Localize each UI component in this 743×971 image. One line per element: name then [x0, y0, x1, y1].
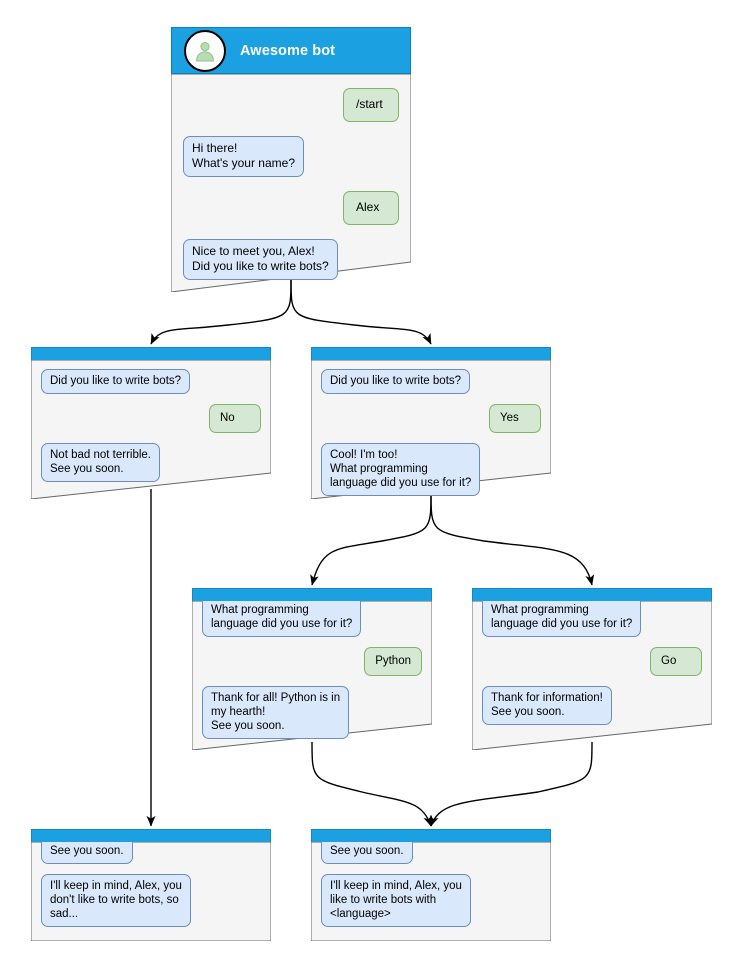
edge-python-to-end	[311, 741, 432, 827]
message-row: Did you like to write bots?	[321, 369, 541, 394]
message-row: Go	[482, 647, 702, 676]
user-message-bubble[interactable]: No	[209, 404, 261, 433]
bot-message-bubble: Did you like to write bots?	[41, 369, 191, 394]
user-message-bubble[interactable]: Python	[364, 647, 422, 676]
message-row: I'll keep in mind, Alex, you don't like …	[41, 874, 261, 927]
node-root-conversation[interactable]: Awesome bot /start Hi there! What's your…	[171, 27, 411, 292]
message-row: Not bad not terrible. See you soon.	[41, 443, 261, 482]
message-row: Nice to meet you, Alex! Did you like to …	[183, 239, 399, 280]
chat-transcript-end-yes: See you soon. I'll keep in mind, Alex, y…	[311, 842, 551, 941]
node-header-bar	[472, 588, 712, 601]
node-header-bar	[192, 588, 432, 601]
chat-transcript-yes: Did you like to write bots? Yes Cool! I'…	[311, 360, 551, 499]
bot-message-bubble: See you soon.	[41, 842, 133, 864]
message-row: Cool! I'm too! What programming language…	[321, 443, 541, 496]
message-row: See you soon.	[41, 842, 261, 864]
user-message-bubble[interactable]: Go	[650, 647, 702, 676]
chat-transcript-go: What programming language did you use fo…	[472, 601, 712, 745]
node-end-yes[interactable]: See you soon. I'll keep in mind, Alex, y…	[311, 829, 551, 941]
message-row: See you soon.	[321, 842, 541, 864]
bot-message-bubble: Nice to meet you, Alex! Did you like to …	[183, 239, 338, 280]
message-row: Thank for information! See you soon.	[482, 686, 702, 725]
message-row: Alex	[183, 191, 399, 225]
bot-message-bubble: What programming language did you use fo…	[202, 601, 362, 637]
bot-message-bubble: What programming language did you use fo…	[482, 601, 642, 637]
edge-yes-to-python	[310, 491, 432, 586]
node-end-no[interactable]: See you soon. I'll keep in mind, Alex, y…	[31, 829, 271, 941]
node-header-bar	[311, 347, 551, 360]
node-header-bar	[31, 829, 271, 842]
message-row: Did you like to write bots?	[41, 369, 261, 394]
bot-message-bubble: Not bad not terrible. See you soon.	[41, 443, 161, 482]
message-row: Python	[202, 647, 422, 676]
bot-message-bubble: Thank for all! Python is in my hearth! S…	[202, 686, 350, 739]
chat-transcript-no: Did you like to write bots? No Not bad n…	[31, 360, 271, 499]
node-header-root: Awesome bot	[171, 27, 411, 74]
bot-message-bubble: Thank for information! See you soon.	[482, 686, 612, 725]
bot-message-bubble: I'll keep in mind, Alex, you like to wri…	[321, 874, 471, 927]
message-row: No	[41, 404, 261, 433]
node-yes-branch[interactable]: Did you like to write bots? Yes Cool! I'…	[311, 347, 551, 499]
user-message-bubble[interactable]: Alex	[343, 191, 399, 225]
edge-yes-to-go	[430, 491, 595, 586]
chat-transcript-end-no: See you soon. I'll keep in mind, Alex, y…	[31, 842, 271, 941]
user-message-bubble[interactable]: /start	[343, 88, 399, 122]
message-row: What programming language did you use fo…	[202, 601, 422, 637]
bot-message-bubble: See you soon.	[321, 842, 413, 864]
node-body-shape	[171, 73, 411, 292]
bot-name-label: Awesome bot	[240, 42, 336, 59]
node-python-branch[interactable]: What programming language did you use fo…	[192, 588, 432, 750]
message-row: What programming language did you use fo…	[482, 601, 702, 637]
node-no-branch[interactable]: Did you like to write bots? No Not bad n…	[31, 347, 271, 499]
chat-transcript-root: /start Hi there! What's your name? Alex …	[171, 74, 411, 292]
message-row: Yes	[321, 404, 541, 433]
bot-message-bubble: I'll keep in mind, Alex, you don't like …	[41, 874, 191, 927]
message-row: Hi there! What's your name?	[183, 136, 399, 177]
bot-message-bubble: Did you like to write bots?	[321, 369, 471, 394]
person-avatar-icon	[184, 29, 226, 72]
message-row: Thank for all! Python is in my hearth! S…	[202, 686, 422, 739]
edge-go-to-end	[430, 741, 593, 827]
user-message-bubble[interactable]: Yes	[489, 404, 541, 433]
message-row: /start	[183, 88, 399, 122]
message-row: I'll keep in mind, Alex, you like to wri…	[321, 874, 541, 927]
node-header-bar	[311, 829, 551, 842]
node-header-bar	[31, 347, 271, 360]
node-go-branch[interactable]: What programming language did you use fo…	[472, 588, 712, 750]
bot-message-bubble: Hi there! What's your name?	[183, 136, 305, 177]
bot-message-bubble: Cool! I'm too! What programming language…	[321, 443, 481, 496]
chat-transcript-python: What programming language did you use fo…	[192, 601, 432, 750]
